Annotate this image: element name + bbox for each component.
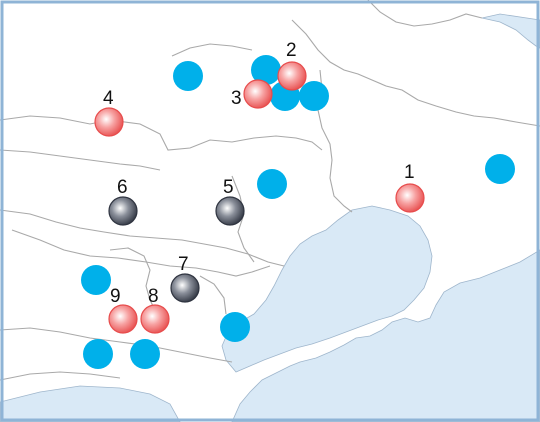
- northeast-water: [481, 13, 540, 49]
- marker-number-label: 6: [117, 177, 128, 198]
- numbered-marker-2[interactable]: 2: [277, 40, 307, 91]
- blue-dot-marker[interactable]: [130, 339, 160, 369]
- blue-dot-marker[interactable]: [299, 81, 329, 111]
- marker-circle-dark[interactable]: [170, 273, 200, 303]
- marker-number-label: 7: [178, 254, 189, 275]
- marker-circle-red[interactable]: [108, 304, 138, 334]
- marker-number-label: 9: [110, 286, 121, 307]
- marker-circle-red[interactable]: [243, 79, 273, 109]
- marker-circle-dark[interactable]: [108, 196, 138, 226]
- bay-inner-water: [221, 205, 433, 373]
- marker-circle-dark[interactable]: [215, 196, 245, 226]
- blue-dot-marker[interactable]: [220, 312, 250, 342]
- blue-dot-marker[interactable]: [257, 169, 287, 199]
- numbered-marker-4[interactable]: 4: [94, 88, 124, 137]
- marker-number-label: 8: [148, 286, 159, 307]
- blue-dots-layer: [81, 55, 515, 369]
- marker-number-label: 2: [286, 40, 297, 61]
- marker-circle-red[interactable]: [395, 183, 425, 213]
- numbered-marker-1[interactable]: 1: [395, 162, 425, 213]
- marker-circle-red[interactable]: [94, 107, 124, 137]
- blue-dot-marker[interactable]: [83, 339, 113, 369]
- blue-dot-marker[interactable]: [485, 154, 515, 184]
- marker-number-label: 1: [404, 162, 415, 183]
- blue-dot-marker[interactable]: [173, 61, 203, 91]
- bay-water: [231, 249, 540, 422]
- boundary-lines: [0, 0, 540, 381]
- numbered-marker-6[interactable]: 6: [108, 177, 138, 226]
- southwest-water: [0, 385, 181, 422]
- marker-circle-red[interactable]: [140, 304, 170, 334]
- numbered-marker-8[interactable]: 8: [140, 286, 170, 334]
- numbered-marker-5[interactable]: 5: [215, 177, 245, 226]
- marker-number-label: 4: [103, 88, 114, 109]
- marker-number-label: 5: [223, 177, 234, 198]
- numbered-marker-7[interactable]: 7: [170, 254, 200, 303]
- numbered-marker-9[interactable]: 9: [108, 286, 138, 334]
- marker-circle-red[interactable]: [277, 61, 307, 91]
- blue-dot-marker[interactable]: [81, 265, 111, 295]
- marker-number-label: 3: [231, 88, 242, 109]
- numbered-marker-3[interactable]: 3: [231, 79, 273, 109]
- numbered-markers-layer: 1 2 3 4 5 6 78 9: [94, 40, 425, 334]
- blue-dot-marker[interactable]: [251, 55, 281, 85]
